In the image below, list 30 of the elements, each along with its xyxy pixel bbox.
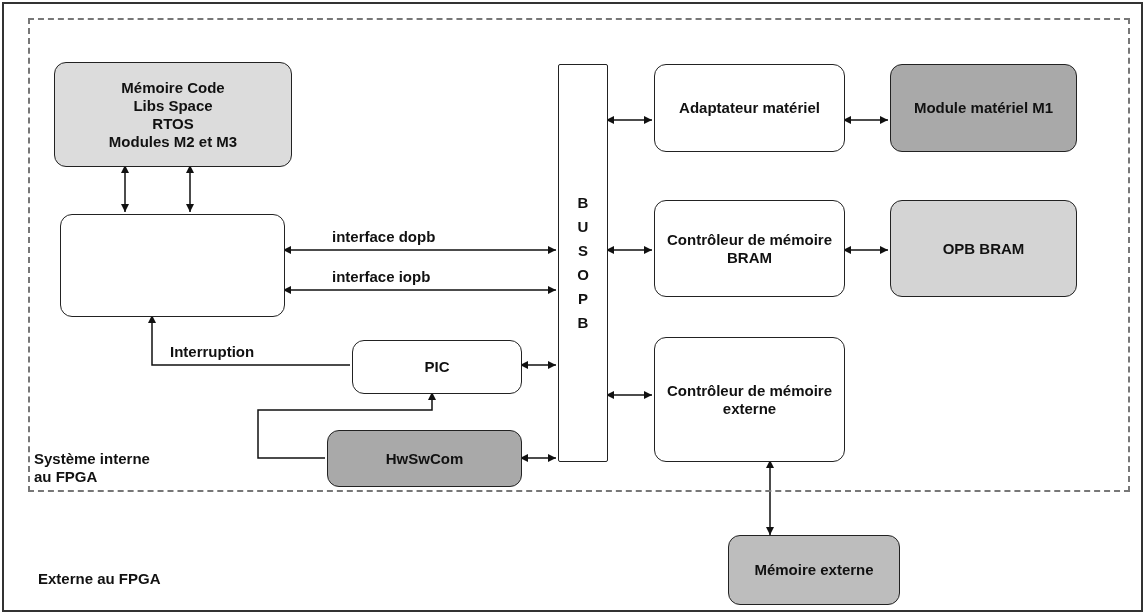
node-label: Mémoire externe [754, 561, 874, 579]
node-label: HwSwCom [385, 449, 464, 468]
bus-bar [558, 64, 608, 462]
region-label: Externe au FPGA [38, 570, 161, 587]
edge-label: interface iopb [330, 268, 433, 285]
memory-box [54, 62, 292, 167]
bram-box [890, 200, 1077, 297]
node-label: Libs Space [133, 96, 213, 115]
node-label: Contrôleur de mémoire externe [666, 381, 833, 418]
system-region [28, 18, 1130, 492]
region-label: Système interne au FPGA [34, 450, 151, 486]
edge-label: Interruption [168, 343, 257, 360]
node-label: OPB BRAM [942, 239, 1025, 258]
processor-box [60, 214, 285, 317]
node-label: Modules M2 et M3 [108, 132, 238, 151]
hardware-module-box [890, 64, 1077, 152]
module-box [327, 430, 522, 487]
node-label: PIC [424, 358, 450, 376]
pic-box [352, 340, 522, 394]
controller-box [654, 337, 845, 462]
node-label: Module matériel M1 [913, 99, 1054, 117]
memory-box [728, 535, 900, 605]
adapter-box [654, 64, 845, 152]
controller-box [654, 200, 845, 297]
node-label: Mémoire Code [121, 78, 225, 97]
node-label: BUS OPB [576, 193, 590, 333]
node-label: RTOS [152, 114, 194, 133]
edge-label: interface dopb [330, 228, 438, 245]
node-label: Adaptateur matériel [679, 99, 820, 117]
node-label: Contrôleur de mémoire BRAM [666, 230, 833, 267]
